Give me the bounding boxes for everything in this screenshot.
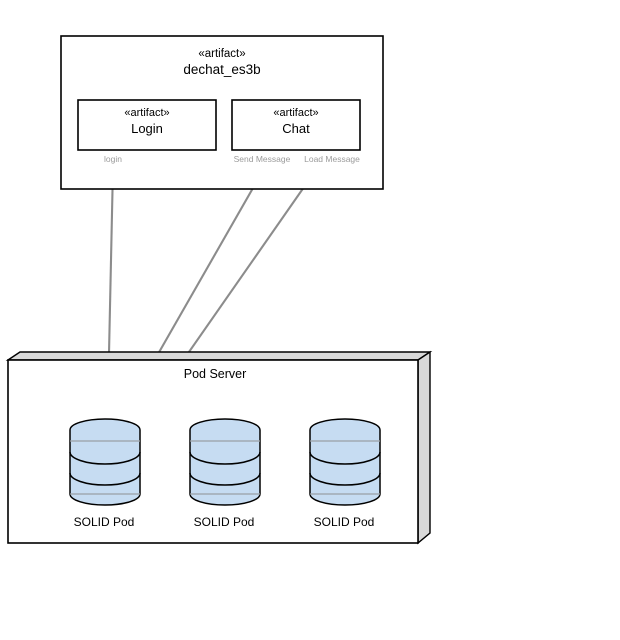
node-title-pod-server: Pod Server (184, 367, 247, 381)
pod-cylinder-3[interactable] (309, 418, 381, 506)
pod-cylinder-2[interactable] (189, 418, 261, 506)
pod-cylinder-1[interactable] (69, 418, 141, 506)
pod-cylinder-3-disc-1 (309, 451, 381, 465)
pod-cylinder-3-disc-2 (309, 472, 381, 486)
pod-label-3: SOLID Pod (314, 515, 375, 529)
connector-label-load-message: Load Message (304, 154, 360, 164)
artifact-name-login: Login (131, 121, 163, 136)
artifact-name-dechat: dechat_es3b (183, 62, 260, 77)
pod-label-1: SOLID Pod (74, 515, 135, 529)
pod-label-2: SOLID Pod (194, 515, 255, 529)
artifact-box-chat[interactable] (231, 99, 361, 151)
artifact-stereotype-chat: «artifact» (273, 107, 318, 119)
node-top-face (5, 351, 433, 361)
pod-cylinder-2-disc-2 (189, 472, 261, 486)
connector-label-send-message: Send Message (234, 154, 291, 164)
pod-cylinder-1-body (69, 418, 141, 506)
pod-cylinder-1-disc-1 (69, 451, 141, 465)
pod-cylinder-2-body (189, 418, 261, 506)
pod-cylinder-3-body (309, 418, 381, 506)
artifact-stereotype-dechat: «artifact» (198, 48, 245, 60)
pod-cylinder-2-disc-1 (189, 451, 261, 465)
artifact-stereotype-login: «artifact» (124, 107, 169, 119)
artifact-box-login[interactable] (77, 99, 217, 151)
connector-label-login: login (104, 154, 122, 164)
pod-cylinder-1-disc-2 (69, 472, 141, 486)
node-right-face (417, 350, 431, 545)
artifact-name-chat: Chat (282, 121, 310, 136)
